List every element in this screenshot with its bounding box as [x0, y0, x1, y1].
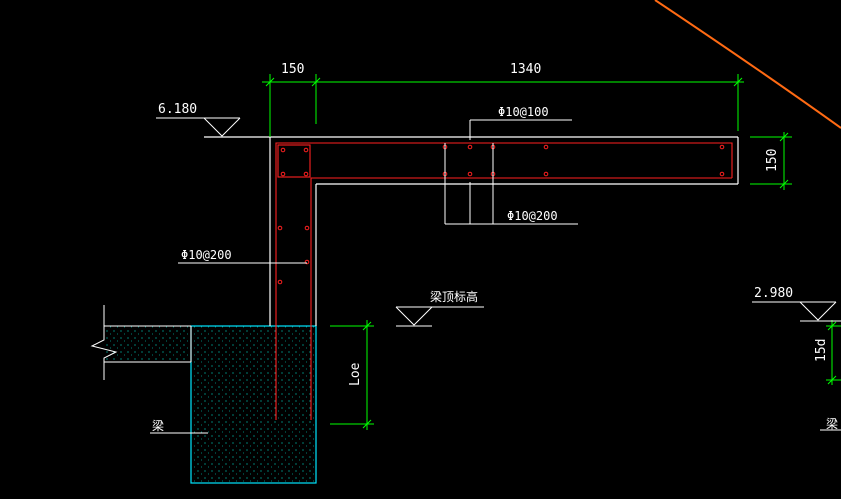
- orange-arc: [654, 0, 841, 129]
- break-line: [90, 305, 118, 380]
- level-right-value: 2.980: [754, 286, 793, 301]
- dim-15d: 15d: [814, 339, 829, 362]
- dim-1340: 1340: [510, 62, 541, 77]
- dim-loe: Loe: [348, 362, 363, 386]
- level-marker-top: [156, 117, 241, 138]
- rebar-dots: [277, 144, 725, 285]
- leader-lines: [150, 119, 841, 434]
- slab-outline: [204, 136, 739, 326]
- dim-150-right: 150: [765, 149, 780, 172]
- rebar-mid-label: Φ10@200: [507, 209, 558, 223]
- rebar-top-label: Φ10@100: [498, 105, 549, 119]
- beam-note-left: 梁: [152, 418, 164, 433]
- beam-note-right: 梁: [826, 416, 838, 431]
- dim-150-top: 150: [281, 62, 304, 77]
- beam-section: [90, 305, 317, 484]
- rebar-layout: [275, 142, 733, 420]
- rebar-left-label: Φ10@200: [181, 248, 232, 262]
- level-beam-top-label: 梁顶标高: [430, 289, 478, 304]
- level-marker-beam: [395, 306, 484, 327]
- level-top-value: 6.180: [158, 102, 197, 117]
- dimension-lines: [262, 74, 841, 430]
- level-marker-right: [752, 301, 841, 322]
